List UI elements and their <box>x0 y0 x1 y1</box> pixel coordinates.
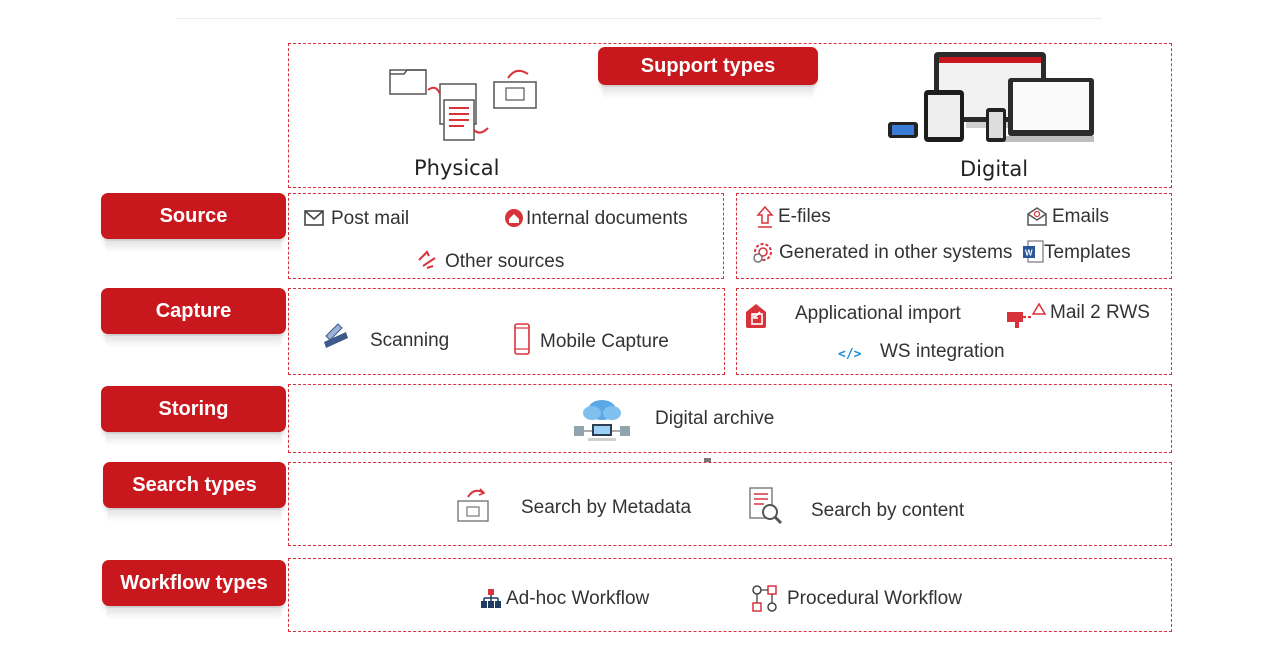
storing-box <box>288 384 1172 453</box>
capture-physical-box <box>288 288 725 375</box>
import-icon <box>746 304 766 328</box>
scanning-text: Scanning <box>370 330 450 351</box>
physical-label: Physical <box>414 156 500 180</box>
support-types-label: Support types <box>598 47 818 99</box>
mail-import-icon <box>1007 302 1047 328</box>
generated-text: Generated in other systems <box>779 242 1013 263</box>
workflow-types-label: Workflow types <box>102 560 286 620</box>
search-types-label: Search types <box>103 462 286 522</box>
capture-digital-box <box>736 288 1172 375</box>
code-icon: </> <box>838 347 862 360</box>
mail2rws-text: Mail 2 RWS <box>1050 302 1150 323</box>
digital-devices-icon <box>888 52 1094 142</box>
post-mail-text: Post mail <box>331 208 410 229</box>
folder-search-icon <box>457 488 489 522</box>
gear-search-icon <box>753 243 772 263</box>
e-files-text: E-files <box>778 206 831 227</box>
workflow-box <box>288 558 1172 632</box>
source-digital-box <box>736 193 1172 279</box>
internal-documents-text: Internal documents <box>526 208 688 229</box>
cloud-archive-icon <box>574 400 630 441</box>
adhoc-workflow-text: Ad-hoc Workflow <box>506 588 650 609</box>
envelope-icon <box>304 210 324 226</box>
other-sources-text: Other sources <box>445 251 565 272</box>
org-chart-icon <box>481 589 501 608</box>
email-icon <box>1027 207 1047 226</box>
scanner-icon <box>324 323 348 348</box>
upload-file-icon <box>756 205 774 228</box>
emails-text: Emails <box>1052 206 1110 227</box>
app-import-text: Applicational import <box>795 303 961 324</box>
resize-handle[interactable] <box>704 458 711 465</box>
source-label: Source <box>101 193 286 253</box>
top-divider <box>176 18 1102 19</box>
smartphone-icon <box>514 323 530 355</box>
capture-label: Capture <box>101 288 286 348</box>
ws-integration-text: WS integration <box>880 341 1005 362</box>
source-physical-box <box>288 193 724 279</box>
mobile-capture-text: Mobile Capture <box>540 331 669 352</box>
physical-documents-icon <box>389 69 537 141</box>
svg-text:</>: </> <box>838 347 862 360</box>
arrows-icon <box>418 250 436 269</box>
procedural-workflow-text: Procedural Workflow <box>787 588 962 609</box>
flow-icon <box>752 585 777 612</box>
storing-label: Storing <box>101 386 286 446</box>
search-box <box>288 462 1172 546</box>
search-content-text: Search by content <box>811 500 965 521</box>
templates-text: Templates <box>1044 242 1131 263</box>
digital-archive-text: Digital archive <box>655 408 775 429</box>
home-circle-icon <box>505 209 523 227</box>
word-document-icon: W <box>1023 240 1044 263</box>
document-search-icon <box>749 487 783 525</box>
digital-label: Digital <box>960 157 1029 181</box>
search-metadata-text: Search by Metadata <box>521 497 692 518</box>
svg-text:W: W <box>1025 249 1033 258</box>
